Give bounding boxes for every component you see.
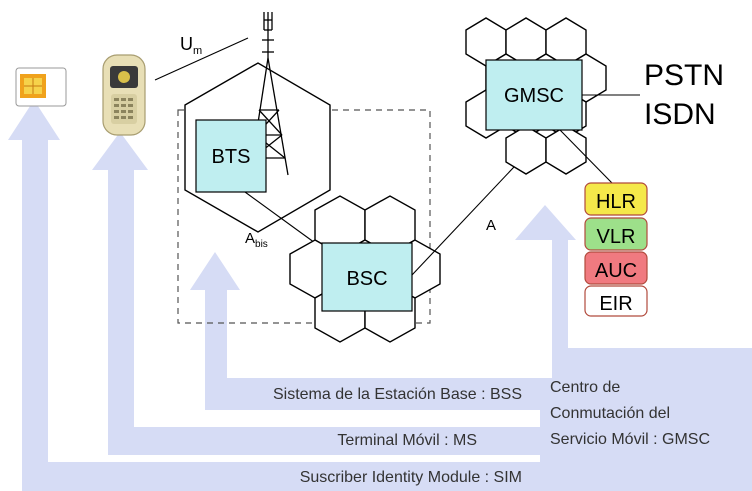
mobile-phone-icon: [102, 54, 146, 136]
bts-label: BTS: [212, 146, 251, 168]
gmsc-label: GMSC: [504, 85, 564, 107]
database-link-line: [559, 129, 613, 184]
eir-db: [584, 285, 648, 317]
gmsc-legend-line2: Conmutación del: [550, 405, 670, 422]
bsc-label: BSC: [346, 268, 387, 290]
abis-label: Abis: [245, 230, 268, 250]
gmsc-legend-line1: Centro de: [550, 379, 620, 396]
bss-legend-label: Sistema de la Estación Base : BSS: [273, 386, 522, 403]
sim-legend-label: Suscriber Identity Module : SIM: [300, 469, 522, 486]
bts-node: [195, 119, 267, 193]
bss-arrow: [190, 252, 540, 410]
vlr-db: [584, 217, 648, 251]
ms-arrow: [92, 132, 540, 455]
gmsc-node: [485, 59, 583, 131]
isdn-label: ISDN: [644, 98, 716, 131]
eir-label: EIR: [599, 293, 632, 315]
hlr-label: HLR: [596, 191, 636, 213]
gmsc-arrow: [515, 205, 752, 491]
bsc-node: [321, 242, 413, 312]
background-arrows: [8, 100, 752, 491]
gmsc-legend-line3: Servicio Móvil : GMSC: [550, 431, 710, 448]
sim-card-icon: [15, 67, 67, 107]
auc-label: AUC: [595, 260, 637, 282]
auc-db: [584, 251, 648, 285]
a-link-line: [411, 149, 531, 276]
um-label: Um: [180, 34, 202, 57]
um-link-line: [154, 37, 249, 81]
abis-link-line: [244, 191, 323, 249]
pstn-label: PSTN: [644, 59, 724, 92]
a-interface-label: A: [486, 217, 496, 234]
ms-legend-label: Terminal Móvil : MS: [337, 432, 477, 449]
vlr-label: VLR: [597, 226, 636, 248]
hlr-db: [584, 182, 648, 216]
database-stack: HLR VLR AUC EIR: [584, 182, 648, 317]
